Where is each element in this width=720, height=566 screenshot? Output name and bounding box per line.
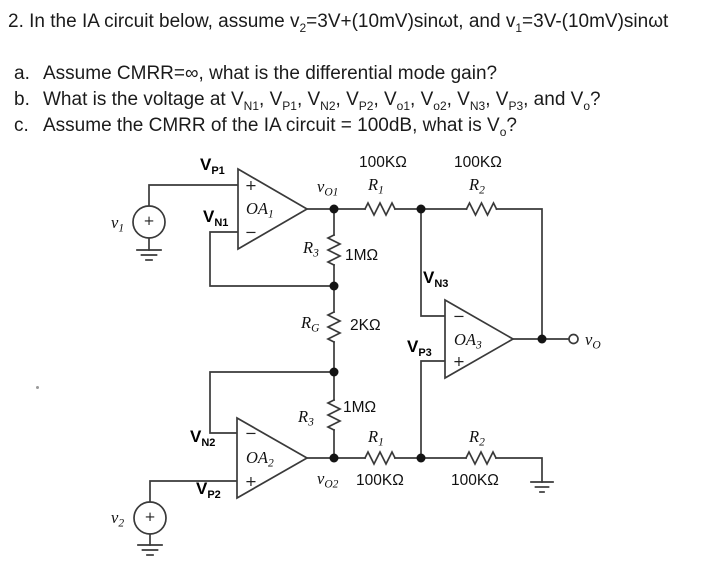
label-r1-top: R1 <box>367 175 384 197</box>
resistor-r3-bottom <box>326 398 342 432</box>
problem-statement: 2. In the IA circuit below, assume v2=3V… <box>8 11 669 35</box>
resistor-r2-bottom <box>464 450 498 466</box>
resistor-r3-top <box>326 233 342 267</box>
question-a: a. Assume CMRR=∞, what is the differenti… <box>14 62 497 86</box>
wire-v2-to-oa2-plus <box>149 480 238 503</box>
oa2-plus-sign: + <box>245 474 257 490</box>
node-vo1 <box>329 204 339 214</box>
ground-symbol-v1 <box>136 249 162 261</box>
v2-plus-sign: + <box>144 509 155 525</box>
resistor-r2-top <box>465 201 498 217</box>
wire-vp3-branch <box>420 360 446 459</box>
label-vn2: VN2 <box>190 427 215 449</box>
wire-oa1-feedback <box>209 231 335 287</box>
value-r2-top: 100KΩ <box>454 154 502 171</box>
label-vp3: VP3 <box>407 337 432 359</box>
label-vp2: VP2 <box>196 479 221 501</box>
opamp-oa2-triangle <box>236 416 309 500</box>
scan-speck <box>36 386 39 389</box>
question-c-text: Assume the CMRR of the IA circuit = 100d… <box>43 115 517 139</box>
question-b-marker: b. <box>14 89 30 110</box>
ground-symbol-r2-bottom <box>530 481 554 493</box>
value-r3-bottom: 1MΩ <box>343 399 376 416</box>
label-r2-bottom: R2 <box>468 427 485 449</box>
oa1-minus-sign: − <box>245 225 257 241</box>
value-r3-top: 1MΩ <box>345 247 378 264</box>
label-vo: vO <box>585 330 601 352</box>
wire-v1-to-oa1-plus <box>148 184 239 207</box>
label-vo1: vO1 <box>317 177 338 199</box>
resistor-r1-bottom <box>363 450 397 466</box>
terminal-vo-circle <box>568 333 579 345</box>
label-vo2: vO2 <box>317 469 339 491</box>
resistor-rg <box>326 310 342 344</box>
value-r1-top: 100KΩ <box>359 154 407 171</box>
question-c-marker: c. <box>14 115 29 136</box>
node-vo2 <box>329 453 339 463</box>
oa1-plus-sign: + <box>245 178 257 194</box>
label-oa2: OA2 <box>246 448 274 470</box>
oa3-plus-sign: + <box>453 354 465 370</box>
oa3-minus-sign: − <box>453 309 465 325</box>
v1-plus-sign: + <box>143 213 154 229</box>
node-vo <box>537 334 547 344</box>
node-vn3 <box>416 204 426 214</box>
oa2-minus-sign: − <box>245 426 257 442</box>
question-b-text: What is the voltage at VN1, VP1, VN2, VP… <box>43 89 601 113</box>
node-feedback-2 <box>329 367 339 377</box>
label-vn1: VN1 <box>203 207 228 229</box>
opamp-oa1-triangle <box>237 167 309 251</box>
wire-oa2-feedback <box>209 371 335 434</box>
label-vn3: VN3 <box>423 268 448 290</box>
value-r2-bottom: 100KΩ <box>451 472 499 489</box>
value-r1-bottom: 100KΩ <box>356 472 404 489</box>
opamp-oa3-triangle <box>444 298 515 380</box>
wire-r2-top-to-oa3-output <box>495 208 543 340</box>
question-b: b. What is the voltage at VN1, VP1, VN2,… <box>14 88 601 112</box>
source-v2-circle <box>133 501 167 535</box>
ground-symbol-v2 <box>137 544 163 556</box>
label-r3-top: R3 <box>302 238 319 260</box>
label-rg: RG <box>300 313 320 335</box>
wire-vn3-branch <box>420 208 446 317</box>
label-v2: v2 <box>111 508 124 530</box>
node-feedback-1 <box>329 281 339 291</box>
resistor-r1-top <box>363 201 397 217</box>
label-oa1: OA1 <box>246 199 274 221</box>
label-r2-top: R2 <box>468 175 485 197</box>
label-r3-bottom: R3 <box>297 407 314 429</box>
label-oa3: OA3 <box>454 330 482 352</box>
node-vp3 <box>416 453 426 463</box>
value-rg: 2KΩ <box>350 317 381 334</box>
question-a-text: Assume CMRR=∞, what is the differential … <box>43 63 498 84</box>
question-a-marker: a. <box>14 63 30 84</box>
wire-r2-bottom-to-ground <box>495 457 543 483</box>
source-v1-circle <box>132 205 166 239</box>
question-c: c. Assume the CMRR of the IA circuit = 1… <box>14 114 517 138</box>
label-vp1: VP1 <box>200 155 225 177</box>
label-v1: v1 <box>111 213 124 235</box>
label-r1-bottom: R1 <box>367 427 384 449</box>
